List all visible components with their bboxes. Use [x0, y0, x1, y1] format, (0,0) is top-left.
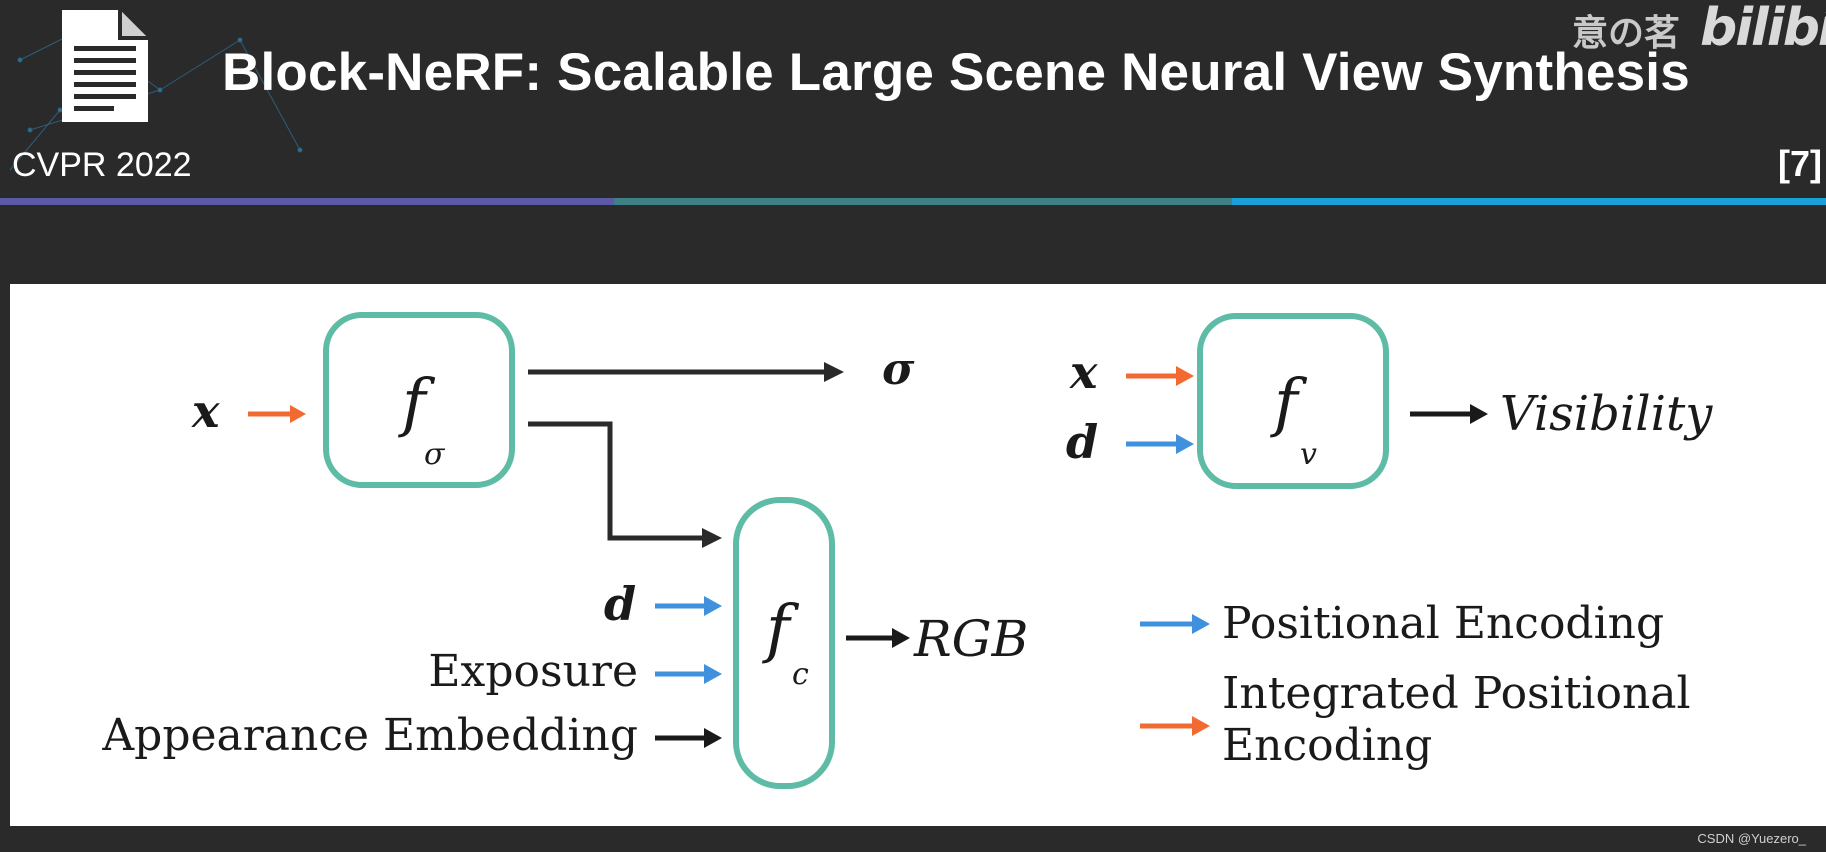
- slide-title: Block-NeRF: Scalable Large Scene Neural …: [222, 43, 1690, 102]
- uploader-watermark: 意の茗: [1572, 13, 1681, 54]
- visibility-output-label: Visibility: [1500, 386, 1713, 442]
- footer-watermark: CSDN @Yuezero_: [1697, 831, 1806, 846]
- exposure-label: Exposure: [428, 646, 638, 697]
- legend-integrated-label-1: Integrated Positional: [1222, 668, 1691, 719]
- f-v-func: f: [1270, 366, 1308, 440]
- architecture-diagram: x f σ σ d Exposure Appearance Embedding …: [101, 312, 1713, 789]
- f-sigma-func: f: [398, 366, 436, 440]
- legend-positional-label: Positional Encoding: [1222, 598, 1664, 649]
- input-d-label: d: [604, 577, 636, 631]
- f-c-func: f: [762, 592, 800, 666]
- bilibili-logo: bilibili: [1700, 0, 1826, 58]
- slide-header: Block-NeRF: Scalable Large Scene Neural …: [0, 0, 1826, 200]
- divider-bar-teal: [614, 198, 1232, 205]
- rgb-output-label: RGB: [913, 610, 1028, 668]
- legend-integrated-label-2: Encoding: [1222, 720, 1432, 771]
- f-sigma-box: [323, 312, 515, 488]
- appearance-embedding-label: Appearance Embedding: [101, 710, 638, 761]
- divider-bar-purple: [0, 198, 614, 205]
- input-x-label: x: [191, 384, 220, 438]
- f-sigma-sub: σ: [424, 437, 446, 472]
- document-icon: [62, 10, 148, 122]
- divider-bar-blue: [1232, 198, 1826, 205]
- vis-input-x-label: x: [1069, 345, 1098, 399]
- reference-number: [7]: [1778, 143, 1822, 184]
- diagram-panel: x f σ σ d Exposure Appearance Embedding …: [10, 284, 1826, 826]
- vis-input-d-label: d: [1066, 415, 1098, 469]
- sigma-output-label: σ: [882, 344, 915, 395]
- f-v-sub: v: [1300, 437, 1317, 472]
- venue-label: CVPR 2022: [12, 146, 192, 184]
- arrow-fsigma-to-fc: [528, 421, 712, 541]
- f-c-sub: c: [792, 657, 809, 692]
- f-v-box: [1197, 313, 1389, 489]
- f-c-box: [733, 497, 835, 789]
